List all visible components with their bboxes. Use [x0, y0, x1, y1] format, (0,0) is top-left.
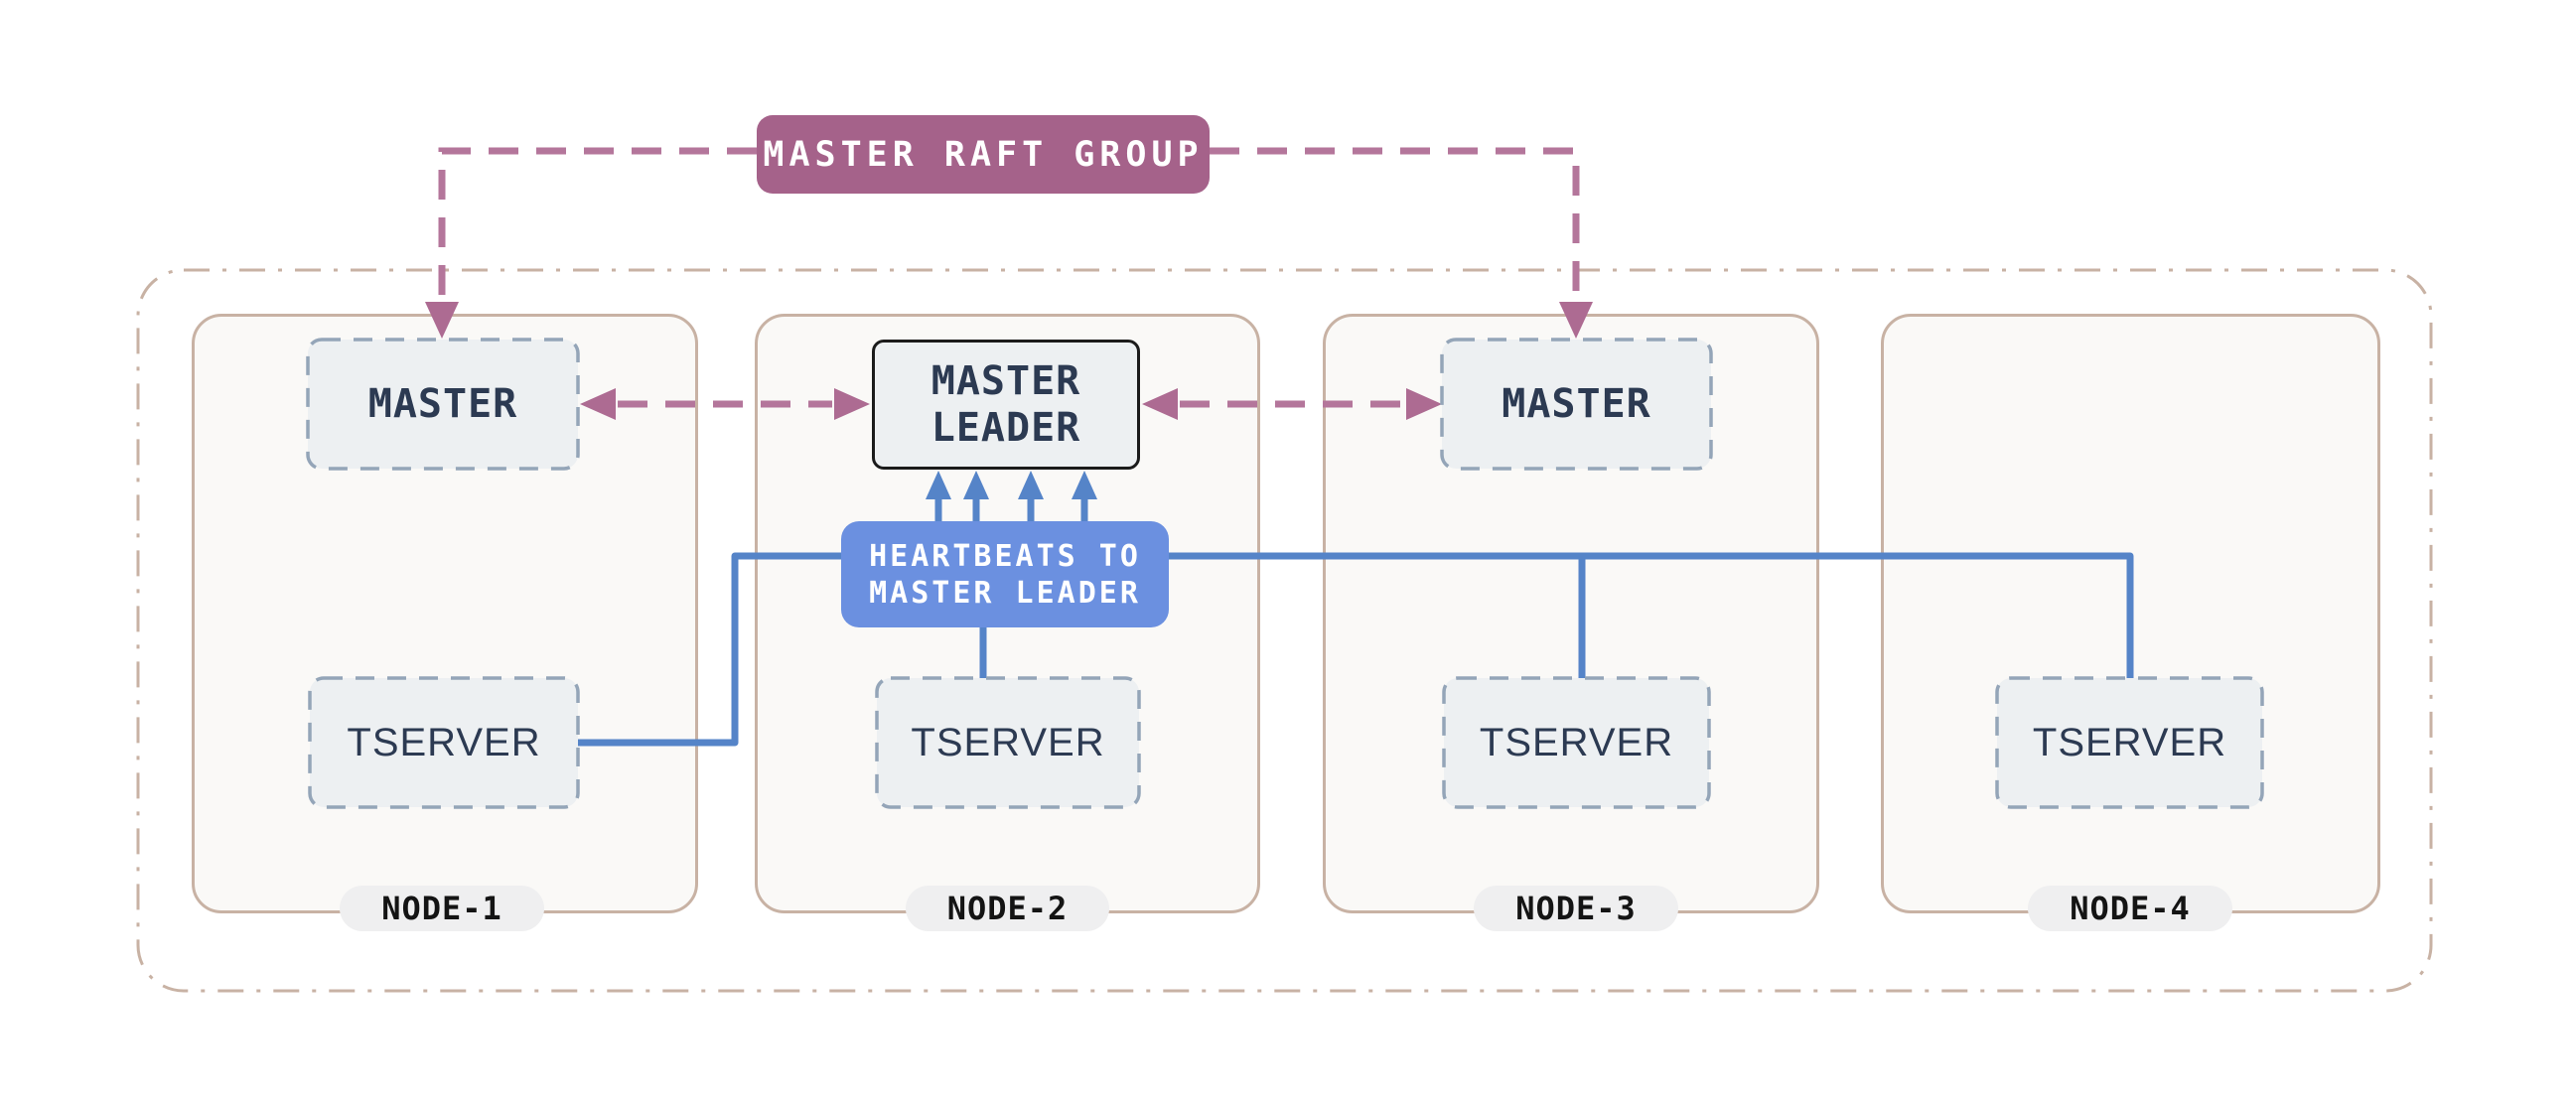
- node-3-label-pill: NODE-3: [1474, 886, 1678, 931]
- heartbeats-label-line2: MASTER LEADER: [869, 575, 1141, 611]
- node-4-tserver-box: TSERVER: [1997, 678, 2262, 807]
- master-label: MASTER: [367, 381, 518, 427]
- master-leader-label-line1: MASTER: [930, 357, 1081, 404]
- master-leader-box: MASTER LEADER: [872, 340, 1140, 470]
- node-label: NODE-2: [946, 890, 1069, 927]
- node-3-tserver-box: TSERVER: [1444, 678, 1709, 807]
- node-1-master-box: MASTER: [308, 340, 578, 469]
- master-raft-group-label: MASTER RAFT GROUP: [763, 134, 1204, 175]
- node-4-container: [1881, 314, 2380, 913]
- raft-connector-right: [1210, 147, 1593, 339]
- node-2-tserver-box: TSERVER: [877, 678, 1139, 807]
- node-3-master-box: MASTER: [1442, 340, 1711, 469]
- node-label: NODE-3: [1515, 890, 1637, 927]
- node-label: NODE-1: [381, 890, 502, 927]
- tserver-label: TSERVER: [1479, 720, 1674, 764]
- node-1-tserver-box: TSERVER: [310, 678, 578, 807]
- tserver-label: TSERVER: [347, 720, 541, 764]
- tserver-label: TSERVER: [911, 720, 1105, 764]
- node-label: NODE-4: [2070, 890, 2191, 927]
- master-raft-group-badge: MASTER RAFT GROUP: [757, 115, 1210, 194]
- master-label: MASTER: [1502, 381, 1651, 427]
- heartbeats-badge: HEARTBEATS TO MASTER LEADER: [841, 521, 1169, 627]
- tserver-label: TSERVER: [2032, 720, 2227, 764]
- node-4-label-pill: NODE-4: [2028, 886, 2232, 931]
- heartbeats-label-line1: HEARTBEATS TO: [869, 538, 1141, 574]
- node-1-label-pill: NODE-1: [340, 886, 544, 931]
- raft-connector-left: [425, 147, 757, 339]
- node-2-label-pill: NODE-2: [906, 886, 1109, 931]
- master-leader-label-line2: LEADER: [930, 404, 1081, 451]
